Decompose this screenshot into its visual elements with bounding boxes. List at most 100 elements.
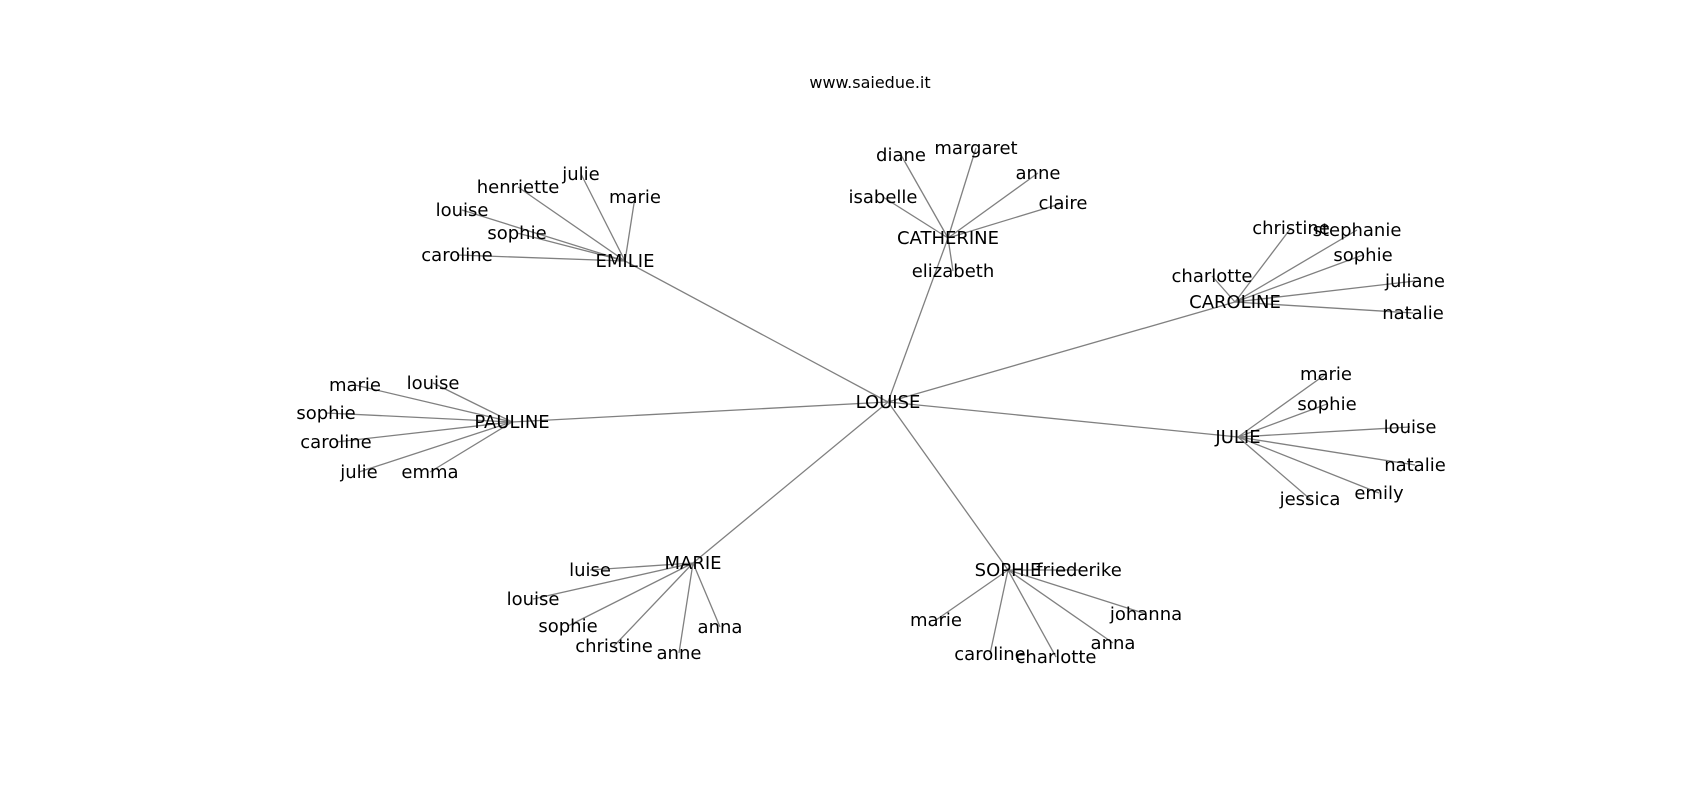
edge-catherine-claire: [947, 202, 1064, 239]
node-leaf-pauline-caroline: caroline: [300, 432, 371, 453]
node-leaf-pauline-sophie: sophie: [296, 403, 355, 424]
node-leaf-sophie-caroline: caroline: [954, 644, 1025, 665]
node-leaf-julie-natalie: natalie: [1384, 455, 1446, 476]
edge-marie-sophie: [567, 562, 694, 627]
edge-emilie-henriette: [517, 186, 626, 262]
node-leaf-catherine-elizabeth: elizabeth: [912, 261, 995, 282]
node-leaf-julie-emily: emily: [1354, 483, 1404, 504]
edge-root-caroline: [887, 301, 1236, 403]
node-leaf-pauline-julie: julie: [339, 462, 378, 483]
node-hub-emilie: EMILIE: [596, 251, 655, 272]
edge-julie-louise: [1237, 426, 1411, 438]
edge-marie-louise: [532, 562, 694, 600]
edge-catherine-anne: [947, 172, 1039, 239]
node-root-louise: LOUISE: [856, 392, 921, 413]
node-hub-catherine: CATHERINE: [897, 228, 999, 249]
node-leaf-caroline-natalie: natalie: [1382, 303, 1444, 324]
node-leaf-marie-anne: anne: [657, 643, 702, 664]
edge-sophie-marie: [935, 569, 1009, 621]
edge-caroline-stephanie: [1234, 229, 1358, 303]
edge-root-julie: [887, 401, 1239, 438]
node-hub-caroline: CAROLINE: [1189, 292, 1281, 313]
edge-pauline-julie: [358, 421, 513, 473]
node-leaf-pauline-emma: emma: [401, 462, 458, 483]
node-leaf-marie-louise: louise: [507, 589, 560, 610]
node-leaf-catherine-isabelle: isabelle: [849, 187, 918, 208]
node-leaf-catherine-margaret: margaret: [934, 138, 1017, 159]
node-hub-pauline: PAULINE: [474, 412, 549, 433]
edge-catherine-diane: [900, 154, 949, 239]
node-leaf-caroline-stephanie: stephanie: [1313, 220, 1402, 241]
node-leaf-emilie-sophie: sophie: [487, 223, 546, 244]
node-leaf-caroline-juliane: juliane: [1384, 271, 1445, 292]
edge-julie-sophie: [1237, 403, 1328, 438]
node-hub-sophie: SOPHIE: [975, 560, 1042, 581]
node-leaf-marie-christine: christine: [575, 636, 653, 657]
node-leaf-emilie-julie: julie: [561, 164, 600, 185]
node-leaf-emilie-henriette: henriette: [477, 177, 560, 198]
node-leaf-sophie-johanna: johanna: [1109, 604, 1182, 625]
watermark-text: www.saiedue.it: [809, 73, 930, 92]
edge-root-catherine: [887, 237, 949, 403]
node-leaf-sophie-anna: anna: [1091, 633, 1136, 654]
node-leaf-caroline-sophie: sophie: [1333, 245, 1392, 266]
node-leaf-marie-sophie: sophie: [538, 616, 597, 637]
node-leaf-emilie-caroline: caroline: [421, 245, 492, 266]
edge-pauline-marie: [354, 384, 513, 423]
edge-emilie-caroline: [456, 254, 626, 262]
node-leaf-julie-sophie: sophie: [1297, 394, 1356, 415]
edge-caroline-natalie: [1234, 301, 1414, 314]
edge-marie-anna: [692, 562, 721, 628]
edge-julie-jessica: [1237, 436, 1311, 500]
node-leaf-sophie-friederike: friederike: [1036, 560, 1122, 581]
edge-emilie-louise: [461, 209, 626, 262]
edge-root-emilie: [624, 260, 889, 403]
node-leaf-pauline-louise: louise: [407, 373, 460, 394]
edge-pauline-caroline: [335, 421, 513, 443]
node-leaf-julie-jessica: jessica: [1279, 489, 1341, 510]
edge-root-sophie: [887, 401, 1009, 571]
edge-sophie-charlotte: [1007, 569, 1057, 658]
edge-julie-natalie: [1237, 436, 1416, 466]
edge-sophie-caroline: [989, 569, 1009, 655]
node-leaf-marie-anna: anna: [698, 617, 743, 638]
node-leaf-emilie-louise: louise: [436, 200, 489, 221]
edge-caroline-juliane: [1234, 280, 1416, 303]
node-leaf-pauline-marie: marie: [329, 375, 381, 396]
edge-caroline-charlotte: [1211, 275, 1236, 303]
node-leaf-catherine-diane: diane: [876, 145, 926, 166]
edge-marie-anne: [678, 562, 694, 654]
node-leaf-julie-marie: marie: [1300, 364, 1352, 385]
node-leaf-julie-louise: louise: [1384, 417, 1437, 438]
edge-catherine-margaret: [947, 147, 977, 239]
edge-sophie-anna: [1007, 569, 1114, 644]
labels-layer: LOUISEEMILIEjuliemariehenriettelouisesop…: [296, 138, 1445, 668]
edge-catherine-elizabeth: [947, 237, 954, 272]
edge-emilie-sophie: [516, 232, 626, 262]
edge-pauline-sophie: [325, 412, 513, 423]
edge-root-pauline: [511, 401, 889, 423]
node-hub-julie: JULIE: [1214, 427, 1260, 448]
edge-marie-luise: [589, 562, 694, 571]
edge-julie-marie: [1237, 373, 1327, 438]
edges-layer: [325, 147, 1416, 658]
node-leaf-catherine-anne: anne: [1016, 163, 1061, 184]
node-leaf-marie-luise: luise: [569, 560, 611, 581]
node-leaf-sophie-charlotte: charlotte: [1016, 647, 1097, 668]
edge-pauline-emma: [429, 421, 513, 473]
edge-caroline-christine: [1234, 227, 1292, 303]
node-leaf-emilie-marie: marie: [609, 187, 661, 208]
edge-root-marie: [692, 401, 889, 564]
node-leaf-catherine-claire: claire: [1038, 193, 1087, 214]
edge-emilie-julie: [580, 173, 626, 262]
edge-sophie-johanna: [1007, 569, 1147, 615]
edge-julie-emily: [1237, 436, 1380, 494]
edge-emilie-marie: [624, 196, 636, 262]
node-leaf-sophie-marie: marie: [910, 610, 962, 631]
node-leaf-caroline-charlotte: charlotte: [1172, 266, 1253, 287]
edge-pauline-louise: [432, 382, 513, 423]
edge-marie-christine: [613, 562, 694, 647]
node-hub-marie: MARIE: [664, 553, 721, 574]
node-leaf-caroline-christine: christine: [1252, 218, 1330, 239]
